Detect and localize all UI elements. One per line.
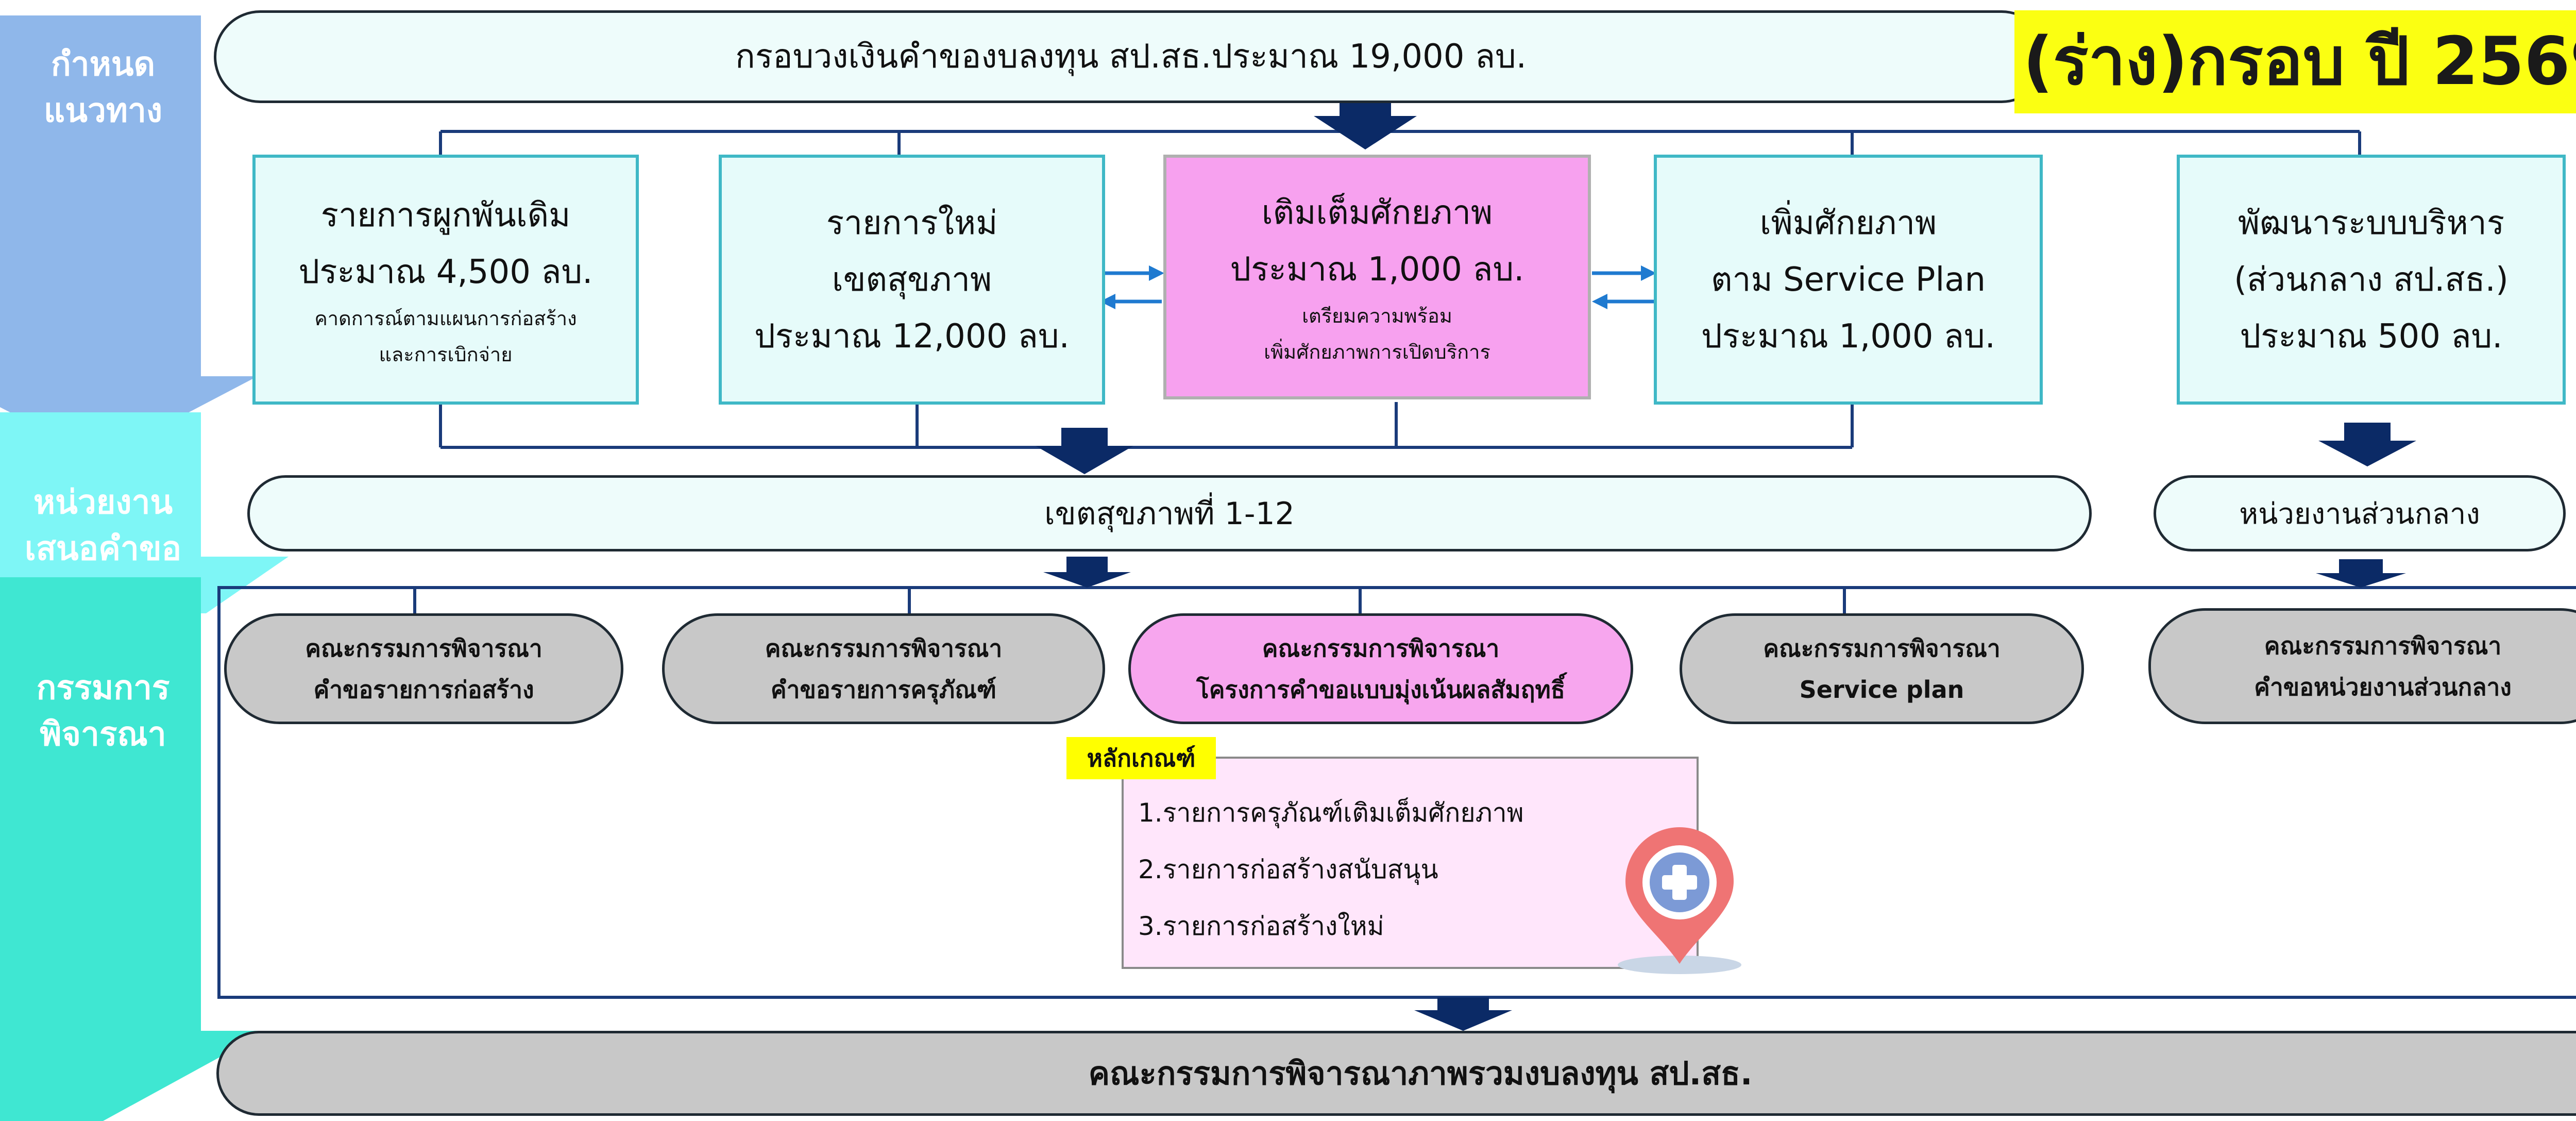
committee-equipment: คณะกรรมการพิจารณา คำขอรายการครุภัณฑ์ [662,613,1105,724]
committee-title: คณะกรรมการพิจารณา [765,634,1003,662]
committee-subtitle: คำขอหน่วยงานส่วนกลาง [2254,673,2512,701]
arrow-down-top [1314,99,1417,149]
committee-title: คณะกรรมการพิจารณา [2264,631,2502,660]
criteria-box: 1.รายการครุภัณฑ์เติมเต็มศักยภาพ 2.รายการ… [1122,757,1699,969]
regions-bar: เขตสุขภาพที่ 1-12 [247,475,2092,551]
box-amount: ประมาณ 1,000 ลบ. [1230,250,1524,289]
committee-title: คณะกรรมการพิจารณา [305,634,543,662]
arrow-down-committee-left [1043,557,1131,588]
committee-subtitle: โครงการคำขอแบบมุ่งเน้นผลสัมฤทธิ์ [1196,675,1565,704]
box-title: พัฒนาระบบบริหาร [2238,204,2505,242]
budget-frame-bar: กรอบวงเงินคำของบลงทุน สป.สธ.ประมาณ 19,00… [214,10,2048,103]
box-amount: ประมาณ 500 ลบ. [2240,317,2503,356]
committee-title: คณะกรรมการพิจารณา [1763,634,2001,662]
box-note: เตรียมความพร้อม [1302,304,1452,327]
arrow-segment-1 [0,15,258,459]
box-amount: ประมาณ 12,000 ลบ. [754,317,1070,356]
central-unit-bar: หน่วยงานส่วนกลาง [2154,475,2566,551]
box-service-plan: เพิ่มศักยภาพ ตาม Service Plan ประมาณ 1,0… [1654,155,2043,405]
central-unit-text: หน่วยงานส่วนกลาง [2239,497,2480,531]
criteria-item: 1.รายการครุภัณฑ์เติมเต็มศักยภาพ [1138,798,1524,828]
arrow-down-central [2318,423,2416,466]
committee-subtitle: Service plan [1799,675,1964,704]
box-committed-items: รายการผูกพันเดิม ประมาณ 4,500 ลบ. คาดการ… [252,155,639,405]
arrow-segment-3 [0,577,268,1121]
box-title: เติมเต็มศักยภาพ [1261,193,1493,232]
committee-subtitle: คำขอรายการครุภัณฑ์ [770,675,997,704]
label-set-guideline: กำหนด แนวทาง [43,45,163,130]
arrow-segment-2 [0,412,289,613]
regions-text: เขตสุขภาพที่ 1-12 [1044,495,1295,532]
process-arrow [0,15,289,1121]
box-amount: ประมาณ 1,000 ลบ. [1701,317,1995,356]
arrow-down-committee-right [2316,559,2406,588]
box-subtitle: เขตสุขภาพ [832,260,992,299]
committee-construction: คณะกรรมการพิจารณา คำขอรายการก่อสร้าง [224,613,623,724]
box-subtitle: (ส่วนกลาง สป.สธ.) [2234,260,2509,299]
box-amount: ประมาณ 4,500 ลบ. [298,253,593,291]
label-committee: กรรมการ พิจารณา [36,669,170,754]
arrow-down-bottom [1414,997,1512,1031]
box-note: คาดการณ์ตามแผนการก่อสร้าง [314,307,577,330]
box-note: เพิ่มศักยภาพการเปิดบริการ [1264,340,1490,363]
box-title: เพิ่มศักยภาพ [1759,204,1937,242]
box-title: รายการใหม่ [826,204,998,242]
box-new-items: รายการใหม่ เขตสุขภาพ ประมาณ 12,000 ลบ. [719,155,1105,405]
label-unit-request: หน่วยงาน เสนอคำขอ [24,483,182,568]
box-capacity-fill: เติมเต็มศักยภาพ ประมาณ 1,000 ลบ. เตรียมค… [1163,155,1591,399]
committee-service-plan: คณะกรรมการพิจารณา Service plan [1680,613,2084,724]
box-note: และการเบิกจ่าย [379,343,513,366]
criteria-tag: หลักเกณฑ์ [1066,737,1216,779]
overall-committee-text: คณะกรรมการพิจารณาภาพรวมงบลงทุน สป.สธ. [1088,1054,1753,1092]
box-central-admin: พัฒนาระบบบริหาร (ส่วนกลาง สป.สธ.) ประมาณ… [2177,155,2566,405]
committee-central: คณะกรรมการพิจารณา คำขอหน่วยงานส่วนกลาง [2148,608,2576,724]
committee-title: คณะกรรมการพิจารณา [1262,634,1500,662]
committee-subtitle: คำขอรายการก่อสร้าง [313,675,534,704]
criteria-item: 2.รายการก่อสร้างสนับสนุน [1138,855,1438,884]
map-pin-plus-icon [1618,827,1741,974]
budget-frame-text: กรอบวงเงินคำของบลงทุน สป.สธ.ประมาณ 19,00… [735,38,1527,76]
committee-results-based: คณะกรรมการพิจารณา โครงการคำขอแบบมุ่งเน้น… [1128,613,1633,724]
criteria-item: 3.รายการก่อสร้างใหม่ [1138,911,1384,941]
draft-label: (ร่าง)กรอบ ปี 2569 [2014,10,2576,113]
arrow-down-regions [1036,428,1133,474]
overall-committee-bar: คณะกรรมการพิจารณาภาพรวมงบลงทุน สป.สธ. [216,1031,2576,1116]
box-title: รายการผูกพันเดิม [320,196,571,235]
box-subtitle: ตาม Service Plan [1710,260,1986,299]
